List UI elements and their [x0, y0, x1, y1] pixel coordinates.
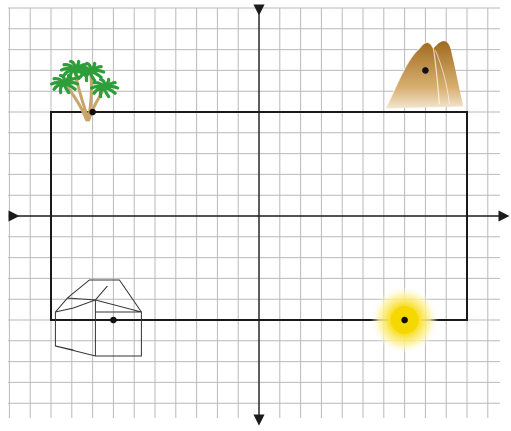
- house-roof-edge: [67, 280, 141, 312]
- landmark-point: [422, 67, 429, 74]
- mountain-shape: [385, 41, 463, 108]
- house-outline: [55, 298, 141, 356]
- house-icon: [55, 280, 141, 356]
- house-wall-edge: [55, 346, 73, 350]
- mountain-icon: [385, 41, 463, 108]
- landmark-point: [401, 317, 408, 324]
- landmark-point: [110, 317, 117, 324]
- landmark-point: [89, 109, 96, 116]
